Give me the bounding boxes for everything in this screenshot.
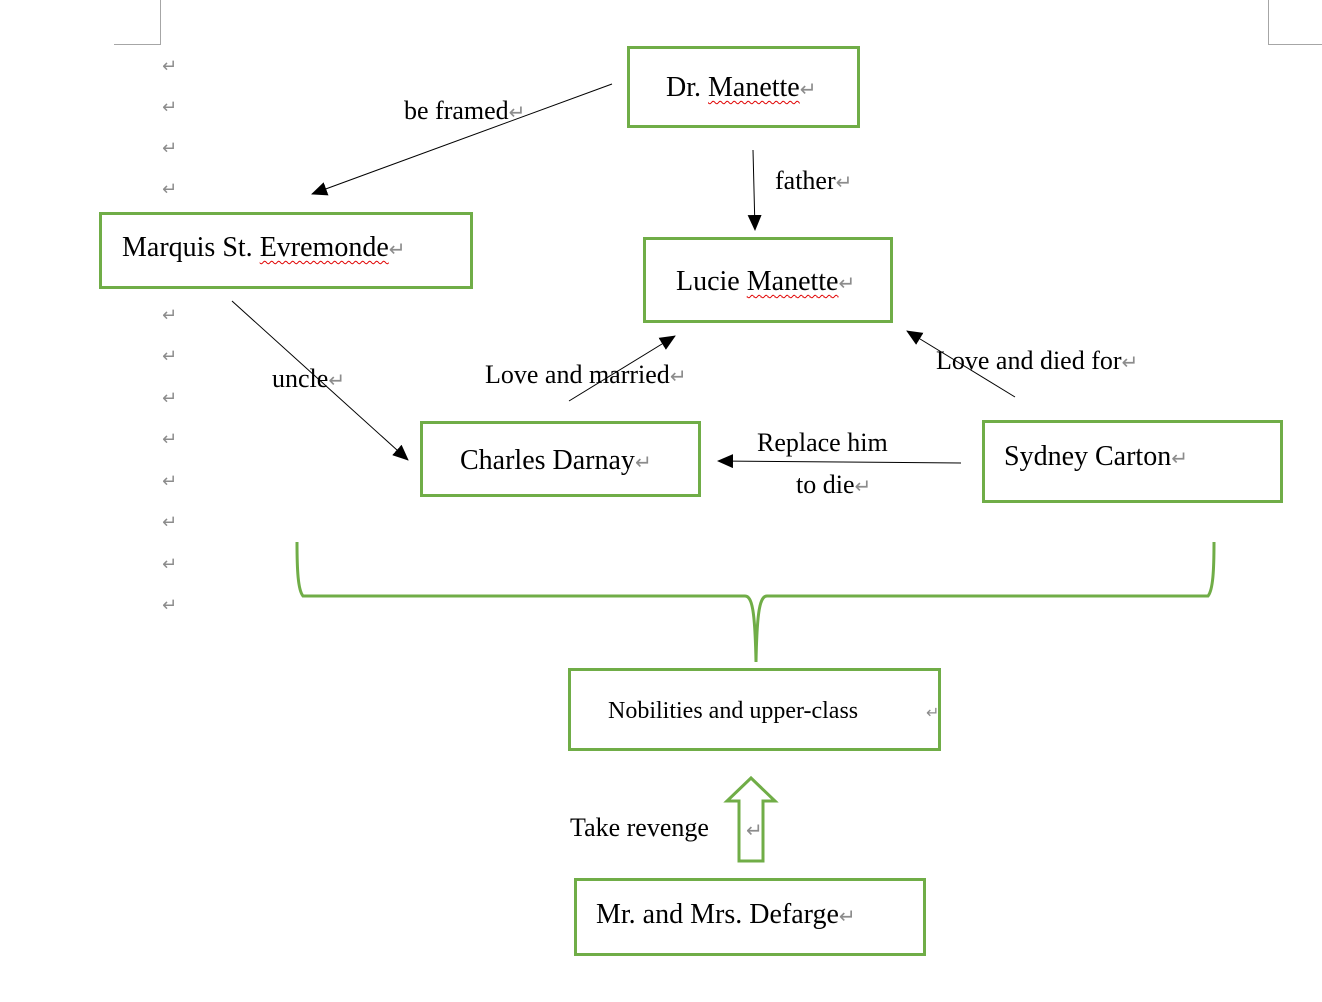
paragraph-mark: ↵	[162, 471, 178, 492]
edge-label-text: Love and married	[485, 360, 670, 389]
edge-label-love-and-married: Love and married↵	[485, 362, 687, 388]
paragraph-mark: ↵	[854, 474, 872, 498]
edge-label-text: Love and died for	[936, 346, 1122, 375]
edge-label-take-revenge: Take revenge	[570, 813, 709, 842]
edge-label-text: uncle	[272, 364, 329, 393]
paragraph-mark: ↵	[162, 56, 178, 77]
paragraph-mark: ↵	[1121, 350, 1139, 374]
paragraph-mark: ↵	[838, 904, 856, 928]
edge-label-to-die: to die↵	[796, 472, 871, 498]
paragraph-mark: ↵	[162, 305, 178, 326]
paragraph-mark: ↵	[162, 346, 178, 367]
node-mr-mrs-defarge[interactable]: Mr. and Mrs. Defarge↵	[574, 878, 926, 956]
paragraph-mark: ↵	[838, 271, 856, 295]
node-nobilities-upper-class[interactable]: Nobilities and upper-class ↵	[568, 668, 941, 751]
paragraph-mark: ↵	[162, 97, 178, 118]
paragraph-mark: ↵	[162, 179, 178, 200]
node-label-dr: Dr.	[666, 72, 708, 103]
node-label-first: Lucie	[676, 266, 747, 297]
node-label-manette: Manette	[708, 72, 800, 103]
node-label-last: Manette	[746, 266, 839, 297]
paragraph-mark: ↵	[388, 237, 406, 261]
paragraph-mark: ↵	[634, 450, 652, 474]
page-corner-mark-left	[114, 0, 161, 45]
node-label-surname: Evremonde	[259, 232, 389, 263]
node-charles-darnay[interactable]: Charles Darnay↵	[420, 421, 701, 497]
node-label: Mr. and Mrs. Defarge	[596, 899, 839, 930]
node-label-prefix: Marquis St.	[122, 232, 260, 263]
node-sydney-carton[interactable]: Sydney Carton↵	[982, 420, 1283, 503]
node-label: Sydney Carton	[1004, 441, 1172, 472]
node-lucie-manette[interactable]: Lucie Manette↵	[643, 237, 893, 323]
paragraph-mark: ↵	[328, 368, 346, 392]
edge-label-father: father↵	[775, 168, 852, 194]
paragraph-mark: ↵	[162, 595, 178, 616]
edge-label-text: father	[775, 166, 836, 195]
node-label: Charles Darnay	[460, 445, 635, 476]
paragraph-mark: ↵	[799, 77, 817, 101]
paragraph-mark: ↵	[162, 554, 178, 575]
edge-label-be-framed: be framed↵	[404, 98, 525, 124]
arrow-replace-him	[717, 454, 962, 469]
edge-label-love-and-died-for: Love and died for↵	[936, 348, 1138, 374]
paragraph-mark: ↵	[162, 138, 178, 159]
node-label: Nobilities and upper-class	[608, 698, 859, 724]
edge-label-text: be framed	[404, 96, 509, 125]
page-corner-mark-right	[1268, 0, 1322, 45]
paragraph-mark: ↵	[669, 364, 687, 388]
paragraph-mark: ↵	[746, 818, 763, 842]
paragraph-mark: ↵	[162, 429, 178, 450]
paragraph-mark: ↵	[162, 388, 178, 409]
edge-label-uncle: uncle↵	[272, 366, 345, 392]
paragraph-mark: ↵	[926, 703, 940, 722]
paragraph-mark: ↵	[508, 100, 526, 124]
node-marquis-st-evremonde[interactable]: Marquis St. Evremonde↵	[99, 212, 473, 289]
paragraph-mark: ↵	[162, 512, 178, 533]
grouping-brace	[295, 541, 1216, 663]
paragraph-mark: ↵	[1171, 446, 1188, 470]
node-dr-manette[interactable]: Dr. Manette↵	[627, 46, 860, 128]
paragraph-mark: ↵	[835, 170, 853, 194]
edge-label-text: to die	[796, 470, 855, 499]
edge-label-replace-him: Replace him	[757, 428, 888, 457]
arrow-father	[747, 149, 762, 231]
